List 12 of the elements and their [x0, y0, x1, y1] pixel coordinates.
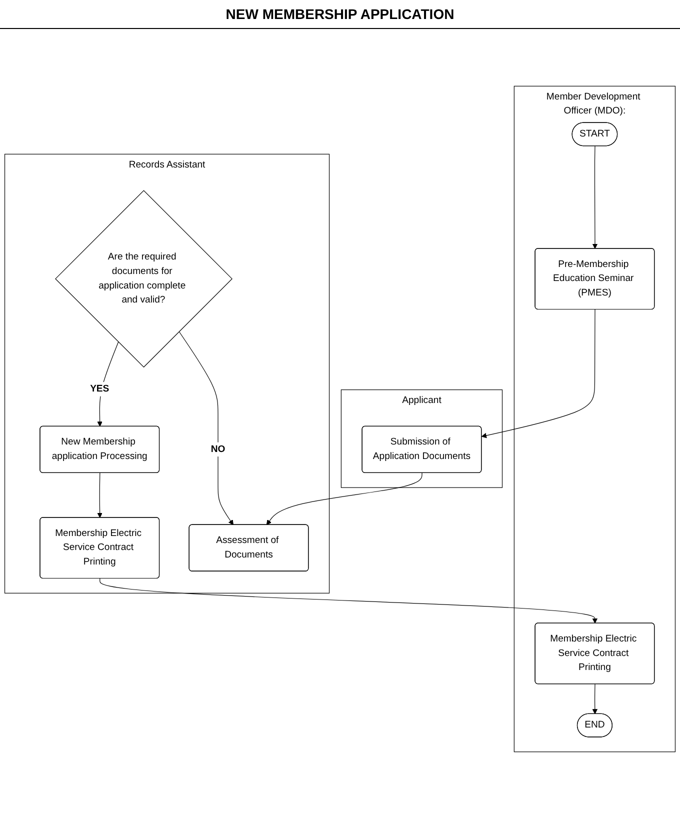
arrow	[100, 578, 598, 624]
arrow	[592, 684, 598, 714]
arrow	[178, 331, 234, 526]
edge-label: NO	[210, 444, 226, 454]
arrow	[97, 342, 119, 427]
arrow	[481, 309, 596, 438]
node-diamond: Are the required documents for application complete and valid?	[55, 190, 232, 368]
diagram-title: NEW MEMBERSHIP APPLICATION	[0, 0, 680, 29]
arrow	[592, 146, 598, 249]
arrow	[97, 472, 102, 518]
arrow	[266, 472, 422, 526]
edge-label: YES	[90, 384, 110, 394]
